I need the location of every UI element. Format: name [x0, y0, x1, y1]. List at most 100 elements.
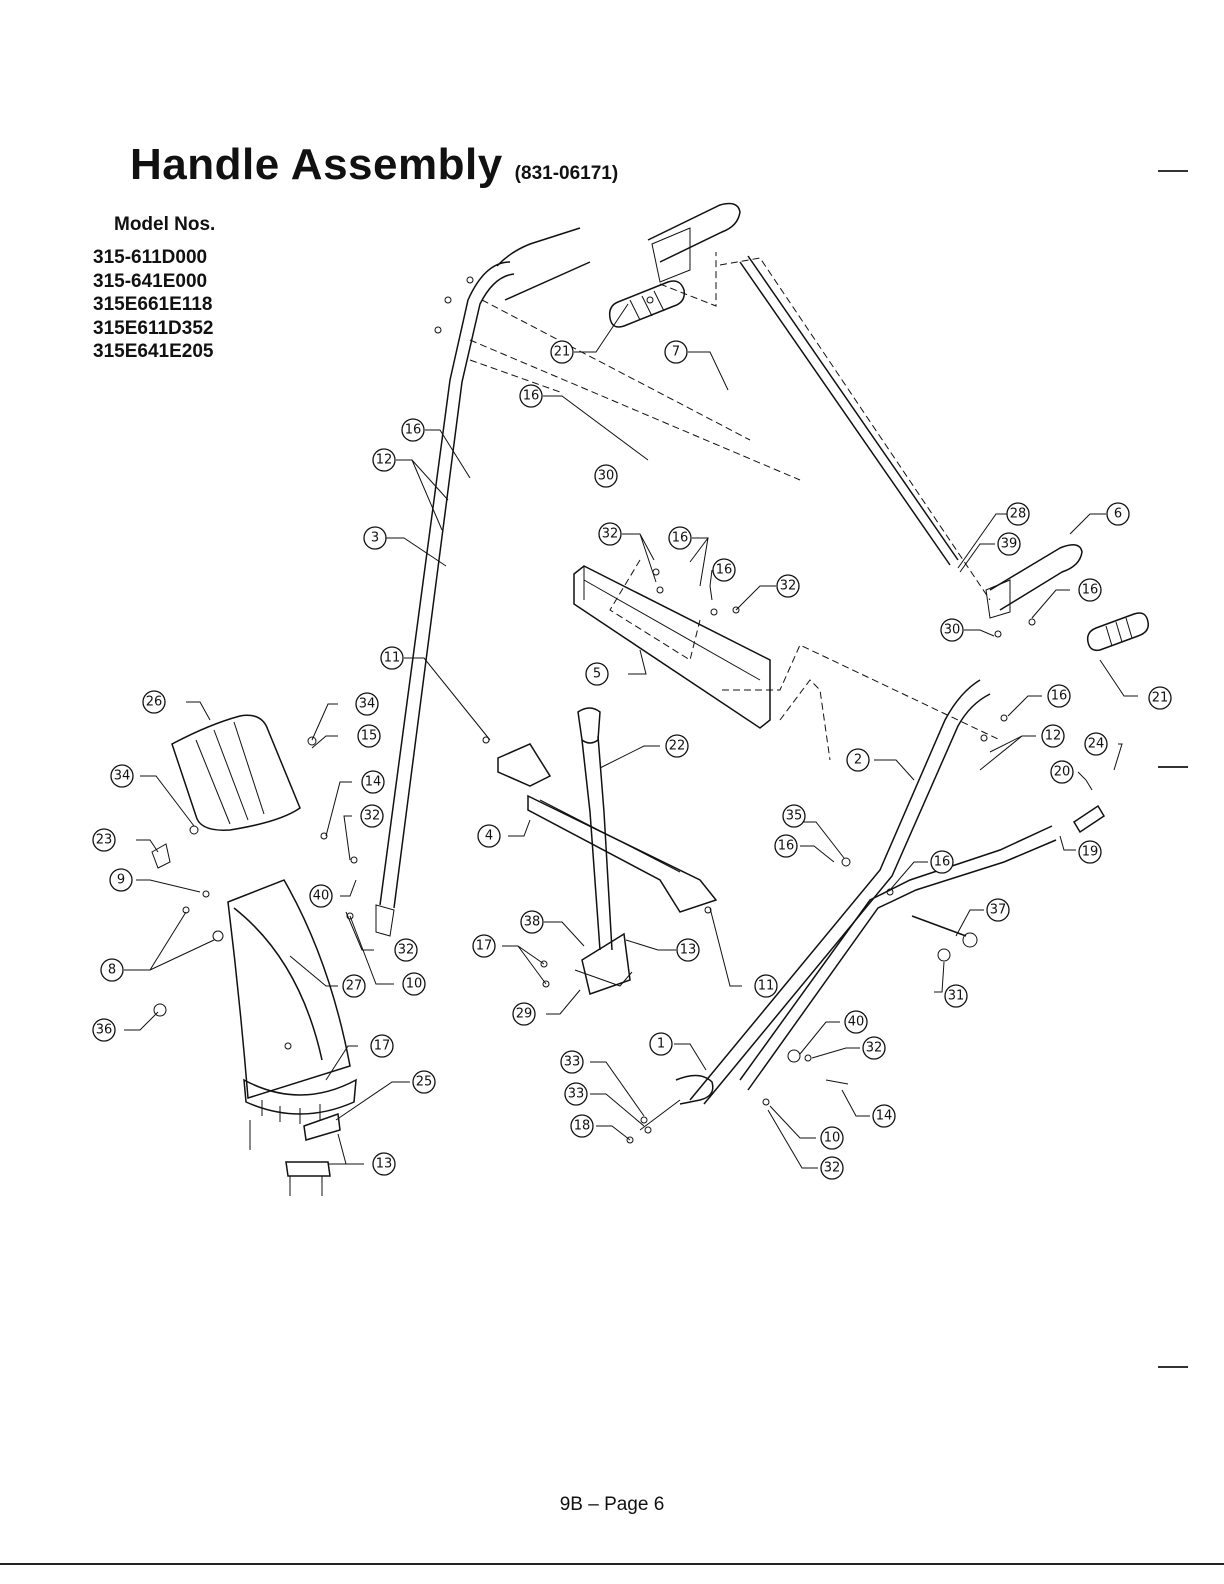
callout-13: 13 [676, 938, 700, 962]
svg-text:11: 11 [758, 979, 775, 994]
handle-grip-left [608, 280, 686, 328]
svg-text:38: 38 [524, 915, 541, 930]
callout-25: 25 [412, 1070, 436, 1094]
shift-bracket [497, 743, 718, 913]
svg-text:28: 28 [1010, 507, 1027, 522]
callout-9: 9 [109, 868, 133, 892]
svg-text:36: 36 [96, 1023, 113, 1038]
svg-text:27: 27 [346, 979, 363, 994]
svg-text:16: 16 [716, 563, 733, 578]
handle-grip-right [1086, 612, 1150, 652]
callout-17: 17 [472, 934, 496, 958]
callout-32: 32 [776, 574, 800, 598]
model-number: 315E611D352 [93, 317, 214, 339]
page-title: Handle Assembly(831-06171) [130, 140, 618, 190]
svg-text:9: 9 [117, 873, 125, 888]
model-list: 315-611D000 315-641E000 315E661E118 315E… [93, 246, 213, 364]
callout-6: 6 [1106, 502, 1130, 526]
models-heading: Model Nos. [114, 214, 216, 235]
svg-text:24: 24 [1088, 737, 1105, 752]
callout-28: 28 [1006, 502, 1030, 526]
callout-4: 4 [477, 824, 501, 848]
svg-text:6: 6 [1114, 507, 1122, 522]
svg-text:16: 16 [672, 531, 689, 546]
callout-19: 19 [1078, 840, 1102, 864]
callout-40: 40 [844, 1010, 868, 1034]
svg-text:16: 16 [934, 855, 951, 870]
svg-text:32: 32 [780, 579, 797, 594]
svg-text:32: 32 [398, 943, 415, 958]
callout-20: 20 [1050, 760, 1074, 784]
svg-text:16: 16 [778, 839, 795, 854]
svg-text:1: 1 [657, 1037, 665, 1052]
svg-text:10: 10 [824, 1131, 841, 1146]
callout-8: 8 [100, 958, 124, 982]
callout-16: 16 [712, 558, 736, 582]
edge-mark [1158, 170, 1188, 172]
model-number: 315-641E000 [93, 270, 208, 292]
svg-text:23: 23 [96, 833, 113, 848]
svg-text:16: 16 [523, 389, 540, 404]
svg-text:13: 13 [376, 1157, 393, 1172]
callout-2: 2 [846, 748, 870, 772]
callout-26: 26 [142, 690, 166, 714]
svg-text:18: 18 [574, 1119, 591, 1134]
clutch-rod-hardware [911, 804, 1106, 962]
svg-text:20: 20 [1054, 765, 1071, 780]
svg-text:30: 30 [944, 623, 961, 638]
svg-text:30: 30 [598, 469, 615, 484]
callout-32: 32 [394, 938, 418, 962]
callout-29: 29 [512, 1002, 536, 1026]
callout-5: 5 [585, 662, 609, 686]
callout-16: 16 [668, 526, 692, 550]
callout-leaders [124, 303, 1138, 1169]
svg-text:15: 15 [361, 729, 378, 744]
callout-12: 12 [372, 448, 396, 472]
callout-37: 37 [986, 898, 1010, 922]
svg-text:40: 40 [848, 1015, 865, 1030]
svg-text:12: 12 [376, 453, 393, 468]
svg-text:12: 12 [1045, 729, 1062, 744]
callout-39: 39 [997, 532, 1021, 556]
callout-32: 32 [360, 804, 384, 828]
callout-31: 31 [944, 984, 968, 1008]
svg-text:16: 16 [405, 423, 422, 438]
callout-16: 16 [1047, 684, 1071, 708]
callout-33: 33 [564, 1082, 588, 1106]
svg-text:31: 31 [948, 989, 965, 1004]
svg-text:32: 32 [602, 527, 619, 542]
svg-text:19: 19 [1082, 845, 1099, 860]
callout-18: 18 [570, 1114, 594, 1138]
callout-17: 17 [370, 1034, 394, 1058]
page-footer: 9B – Page 6 [559, 1494, 665, 1515]
hardware-fasteners [151, 276, 1036, 1144]
callout-16: 16 [1078, 578, 1102, 602]
svg-text:32: 32 [866, 1041, 883, 1056]
callout-35: 35 [782, 804, 806, 828]
svg-text:10: 10 [406, 977, 423, 992]
svg-text:34: 34 [114, 769, 131, 784]
svg-text:14: 14 [876, 1109, 893, 1124]
svg-text:35: 35 [786, 809, 803, 824]
svg-text:39: 39 [1001, 537, 1018, 552]
discharge-chute [227, 879, 357, 1124]
svg-text:22: 22 [669, 739, 686, 754]
chute-crank [639, 1074, 714, 1131]
callout-14: 14 [361, 770, 385, 794]
callout-11: 11 [754, 974, 778, 998]
svg-text:13: 13 [680, 943, 697, 958]
svg-text:37: 37 [990, 903, 1007, 918]
svg-text:7: 7 [672, 345, 680, 360]
bottom-rule [0, 1563, 1224, 1565]
callout-32: 32 [862, 1036, 886, 1060]
svg-text:29: 29 [516, 1007, 533, 1022]
right-handle [689, 679, 1057, 1105]
svg-text:4: 4 [485, 829, 493, 844]
svg-text:33: 33 [568, 1087, 585, 1102]
chute-deflector [171, 714, 301, 831]
dash-panel [573, 565, 771, 729]
left-handle [375, 261, 515, 937]
callout-15: 15 [357, 724, 381, 748]
upper-handle [496, 202, 1083, 619]
